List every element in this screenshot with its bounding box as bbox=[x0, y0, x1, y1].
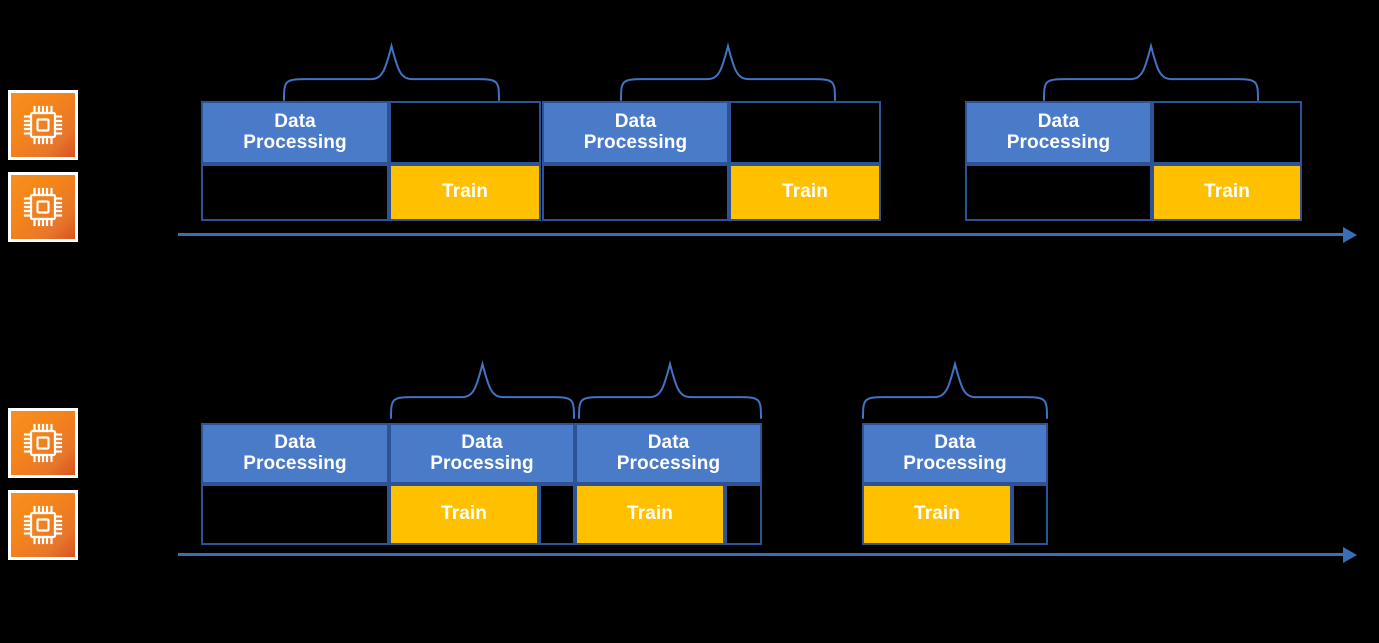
data-processing-block: Data Processing bbox=[389, 423, 575, 484]
timeline-arrow-icon bbox=[1343, 227, 1357, 243]
train-label: Train bbox=[442, 181, 488, 203]
cpu-chip-icon bbox=[8, 172, 78, 242]
iteration-brace bbox=[1043, 42, 1259, 101]
train-block: Train bbox=[729, 164, 881, 221]
data-processing-block: Data Processing bbox=[201, 423, 389, 484]
idle-block bbox=[1152, 101, 1302, 164]
data-processing-block: Data Processing bbox=[965, 101, 1152, 164]
cpu-chip-icon-glyph bbox=[11, 175, 75, 239]
cpu-chip-icon bbox=[8, 490, 78, 560]
data-processing-block: Data Processing bbox=[201, 101, 389, 164]
iteration-brace bbox=[862, 360, 1048, 419]
idle-block bbox=[965, 164, 1152, 221]
idle-block bbox=[201, 484, 389, 545]
data-processing-label: Data Processing bbox=[243, 110, 347, 153]
data-processing-label: Data Processing bbox=[1006, 110, 1111, 153]
train-label: Train bbox=[914, 503, 960, 525]
idle-block bbox=[729, 101, 881, 164]
idle-block bbox=[539, 484, 575, 545]
train-block: Train bbox=[575, 484, 725, 545]
train-block: Train bbox=[389, 164, 541, 221]
timeline-arrow-icon bbox=[1343, 547, 1357, 563]
train-block: Train bbox=[389, 484, 539, 545]
idle-block bbox=[1012, 484, 1048, 545]
data-processing-block: Data Processing bbox=[575, 423, 762, 484]
idle-block bbox=[725, 484, 762, 545]
train-block: Train bbox=[862, 484, 1012, 545]
cpu-chip-icon bbox=[8, 408, 78, 478]
train-block: Train bbox=[1152, 164, 1302, 221]
data-processing-block: Data Processing bbox=[542, 101, 729, 164]
train-label: Train bbox=[627, 503, 673, 525]
data-processing-label: Data Processing bbox=[583, 110, 688, 153]
train-label: Train bbox=[1204, 181, 1250, 203]
cpu-chip-icon-glyph bbox=[11, 411, 75, 475]
data-processing-label: Data Processing bbox=[903, 431, 1007, 474]
idle-block bbox=[201, 164, 389, 221]
cpu-chip-icon-glyph bbox=[11, 93, 75, 157]
data-processing-label: Data Processing bbox=[243, 431, 347, 474]
cpu-chip-icon bbox=[8, 90, 78, 160]
train-label: Train bbox=[782, 181, 828, 203]
data-processing-label: Data Processing bbox=[430, 431, 534, 474]
data-processing-block: Data Processing bbox=[862, 423, 1048, 484]
iteration-brace bbox=[578, 360, 762, 419]
iteration-brace bbox=[620, 42, 836, 101]
data-processing-label: Data Processing bbox=[616, 431, 721, 474]
iteration-brace bbox=[390, 360, 575, 419]
idle-block bbox=[542, 164, 729, 221]
timeline-axis bbox=[178, 553, 1343, 556]
cpu-chip-icon-glyph bbox=[11, 493, 75, 557]
train-label: Train bbox=[441, 503, 487, 525]
iteration-brace bbox=[283, 42, 500, 101]
timeline-axis bbox=[178, 233, 1343, 236]
idle-block bbox=[389, 101, 541, 164]
